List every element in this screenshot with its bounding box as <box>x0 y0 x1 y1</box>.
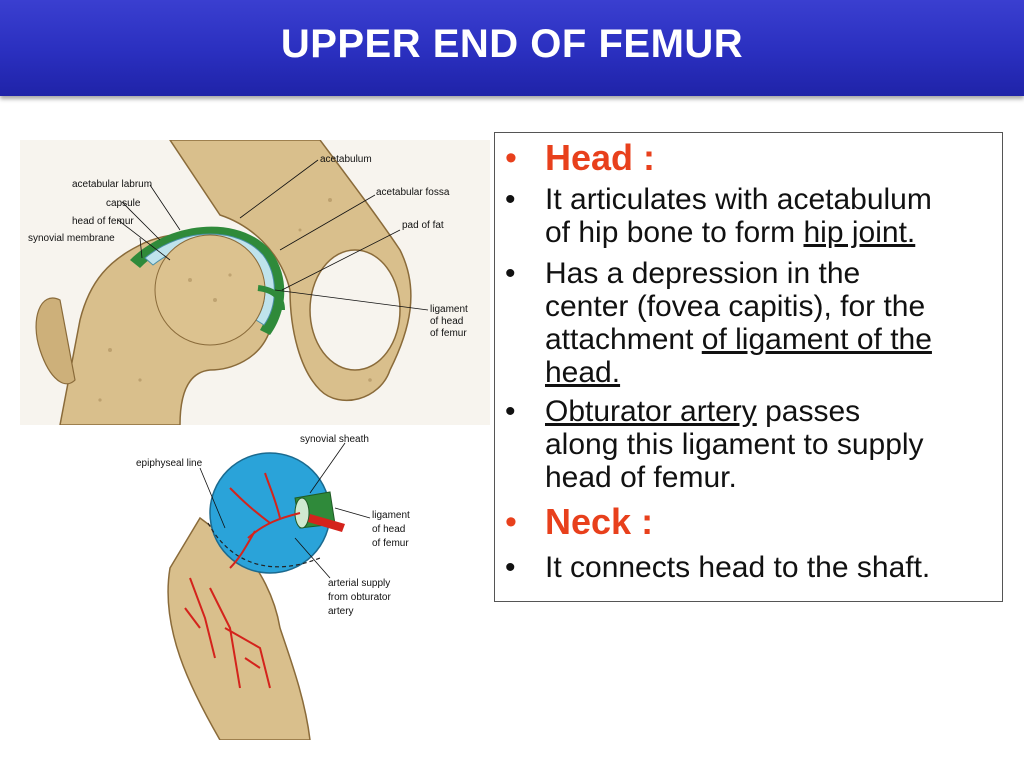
bullet-glyph: • <box>505 257 516 290</box>
label-head-of-femur: head of femur <box>72 216 134 227</box>
label-epiphyseal-line: epiphyseal line <box>136 458 203 469</box>
label-arterial-3: artery <box>328 606 354 617</box>
hip-joint-figure: acetabulum acetabular labrum acetabular … <box>20 140 490 425</box>
label-ligament-b3: of femur <box>372 538 409 549</box>
label-ligament-2: of head <box>430 316 463 327</box>
bullet-glyph: • <box>505 183 516 216</box>
bullet-glyph: • <box>505 503 517 541</box>
label-arterial-1: arterial supply <box>328 578 390 589</box>
label-ligament-b2: of head <box>372 524 405 535</box>
label-pad-of-fat: pad of fat <box>402 220 444 231</box>
bullet-glyph: • <box>505 551 516 584</box>
label-arterial-2: from obturator <box>328 592 391 603</box>
bullet-text-box: • Head : • It articulates with acetabulu… <box>494 132 1003 602</box>
bullet-glyph: • <box>505 395 516 428</box>
title-bar: UPPER END OF FEMUR <box>0 0 1024 96</box>
label-synovial-membrane: synovial membrane <box>28 233 115 244</box>
label-capsule: capsule <box>106 198 141 209</box>
label-acetabulum: acetabulum <box>320 154 372 165</box>
label-acetabular-fossa: acetabular fossa <box>376 187 450 198</box>
obturator-artery-underline: Obturator artery <box>545 395 757 428</box>
label-synovial-sheath: synovial sheath <box>300 434 369 445</box>
hip-joint-underline: hip joint. <box>803 216 916 249</box>
label-ligament-3: of femur <box>430 328 467 339</box>
bullet-glyph: • <box>505 139 517 177</box>
label-ligament-b1: ligament <box>372 510 410 521</box>
femoral-head-figure: synovial sheath epiphyseal line ligament… <box>130 428 450 740</box>
slide-title: UPPER END OF FEMUR <box>280 22 744 66</box>
label-ligament-1: ligament <box>430 304 468 315</box>
label-acetabular-labrum: acetabular labrum <box>72 179 152 190</box>
